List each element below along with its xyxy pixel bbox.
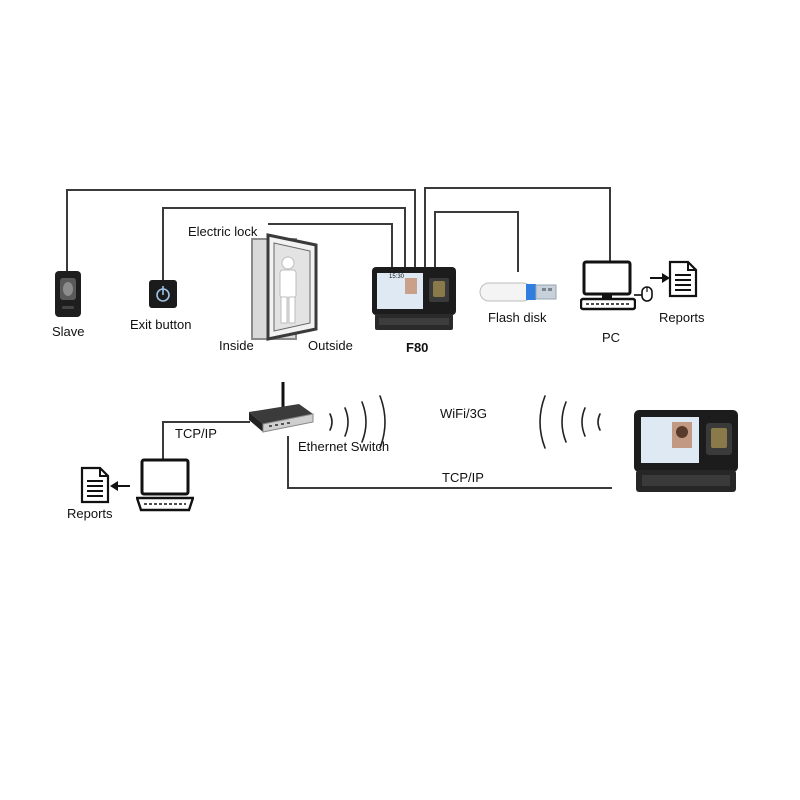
wifi-wave-left-2 xyxy=(582,408,585,436)
report-document-icon xyxy=(668,260,698,298)
tcpip-label-left: TCP/IP xyxy=(175,427,217,440)
flash-disk-label: Flash disk xyxy=(488,311,547,324)
terminal-icon xyxy=(371,266,457,332)
inside-label: Inside xyxy=(219,339,254,352)
fingerprint-reader-icon xyxy=(54,270,82,318)
terminal-icon xyxy=(632,408,740,494)
reports-label-bottom: Reports xyxy=(67,507,113,520)
arrow-icon xyxy=(110,480,130,492)
wifi-wave-left-1 xyxy=(598,414,600,430)
electric-lock-label: Electric lock xyxy=(188,225,257,238)
wifi-wave-left-3 xyxy=(562,402,566,442)
wifi-wave-right-2 xyxy=(345,408,348,436)
ethernet-switch-label: Ethernet Switch xyxy=(298,440,389,453)
reports-label-top: Reports xyxy=(659,311,705,324)
wifi-wave-right-1 xyxy=(330,414,332,430)
outside-label: Outside xyxy=(308,339,353,352)
arrow-icon xyxy=(650,272,670,284)
tcpip-label-bottom: TCP/IP xyxy=(442,471,484,484)
laptop-icon xyxy=(136,458,194,514)
mouse-icon xyxy=(641,286,653,302)
desktop-pc-icon xyxy=(580,260,636,314)
device-screen-time: 15:30 xyxy=(389,274,404,280)
door-icon xyxy=(250,233,318,341)
wifi-3g-label: WiFi/3G xyxy=(440,407,487,420)
report-document-icon xyxy=(80,466,110,504)
router-icon xyxy=(247,380,315,442)
pc-label: PC xyxy=(602,331,620,344)
usb-flash-disk-icon xyxy=(478,280,558,304)
wifi-wave-right-3 xyxy=(362,402,366,442)
wire-flash-disk xyxy=(435,212,518,272)
wifi-wave-left-4 xyxy=(540,396,545,448)
f80-label: F80 xyxy=(406,341,428,354)
exit-button-icon[interactable] xyxy=(148,279,178,309)
slave-label: Slave xyxy=(52,325,85,338)
exit-button-label: Exit button xyxy=(130,318,191,331)
